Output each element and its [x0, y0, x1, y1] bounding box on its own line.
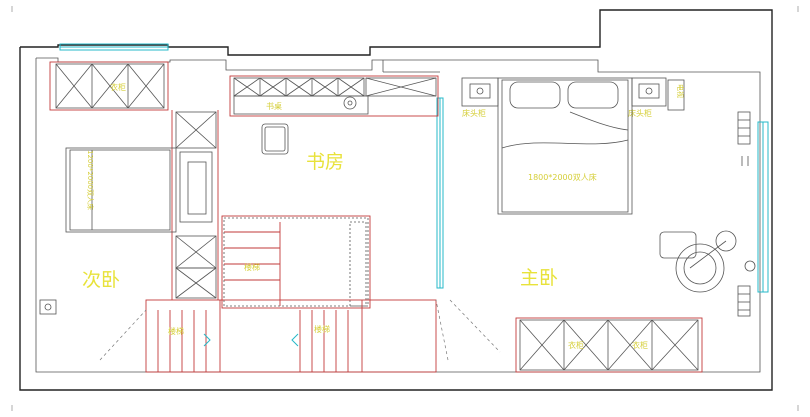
nightstand-right-label: 床头柜: [628, 108, 652, 118]
lounge-chair: [659, 230, 737, 293]
wardrobe-master-a-label: 衣柜: [568, 340, 584, 350]
lower-stairs: 楼梯 楼梯: [99, 299, 501, 373]
left-cabinet-column: [171, 110, 219, 300]
outer-walls: [19, 9, 773, 391]
bed-master-label: 1800*2000双人床: [528, 172, 597, 182]
bed-master: 1800*2000双人床: [497, 77, 633, 215]
tv-label: 电视: [676, 84, 685, 98]
bed-second-bedroom: 1200*2000双人床: [65, 147, 177, 233]
stairs-right-label: 楼梯: [314, 324, 330, 334]
stairs-top-label: 楼梯: [244, 262, 260, 272]
wardrobe-master: 衣柜 衣柜: [515, 317, 703, 373]
room-label-second-bedroom: 次卧: [82, 269, 120, 291]
sheet-corner-marks: [11, 6, 799, 411]
wardrobe-master-b-label: 衣柜: [632, 340, 648, 350]
bedside-lamp-left: [39, 299, 57, 315]
nightstand-left-label: 床头柜: [462, 108, 486, 118]
windows: [59, 43, 769, 293]
study-chair: [261, 123, 289, 155]
desk-label: 书桌: [266, 101, 282, 111]
wardrobe-left-label: 衣柜: [110, 82, 126, 92]
study-cabinet: 书桌: [229, 75, 439, 117]
room-label-master-bedroom: 主卧: [520, 267, 558, 289]
room-label-study: 书房: [306, 151, 344, 173]
stairs-left-label: 楼梯: [168, 326, 184, 336]
radiators: [737, 111, 756, 317]
wardrobe-left: 衣柜: [49, 61, 169, 111]
tv-unit: 电视: [667, 79, 685, 111]
stairwell: 楼梯: [221, 215, 371, 309]
nightstands: 床头柜 床头柜: [461, 77, 667, 118]
bed-left-label: 1200*2000双人床: [86, 150, 95, 210]
